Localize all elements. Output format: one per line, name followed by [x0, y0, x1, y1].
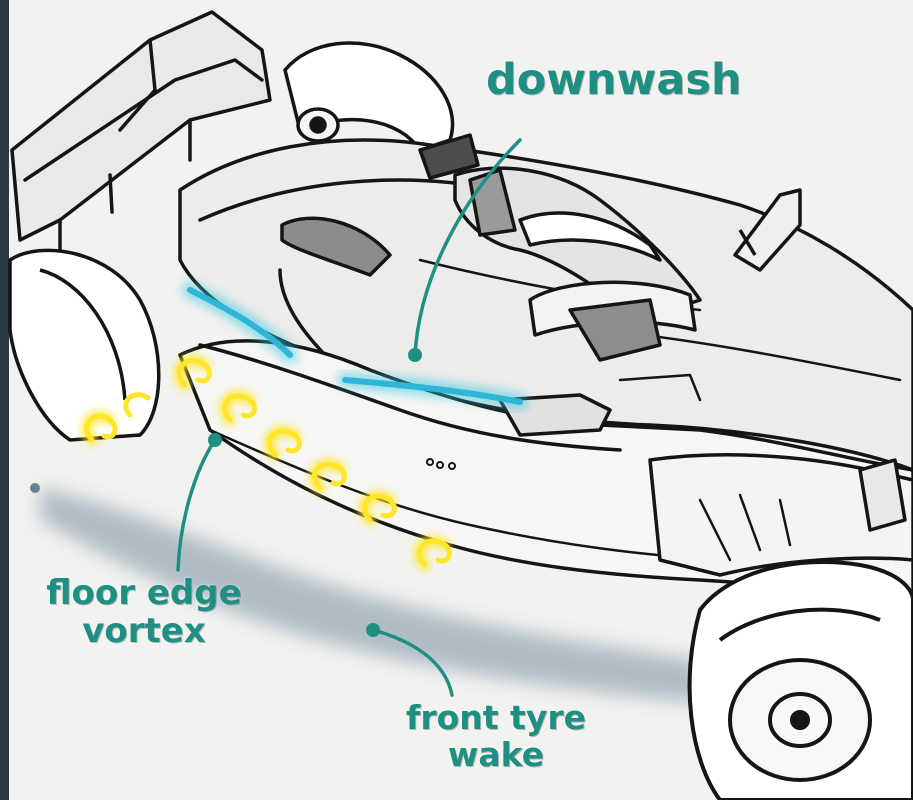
roll-hoop	[733, 188, 802, 272]
rear-tyre-left	[8, 248, 161, 442]
downwash-flow	[182, 282, 528, 410]
label-floor-line-1: floor edge	[46, 573, 242, 613]
label-tyre-line-2: wake	[447, 734, 545, 774]
left-border	[0, 0, 9, 800]
tyre-wake-leader	[371, 628, 454, 697]
annotation-leaders	[30, 138, 522, 697]
label-floor-edge-vortex: floor edge vortex	[34, 574, 254, 650]
floor-vortex-leader	[176, 438, 217, 572]
front-tyre	[687, 560, 913, 800]
floor-edge-vortex	[81, 355, 452, 571]
label-downwash: downwash	[486, 55, 742, 105]
label-floor-line-2: vortex	[82, 611, 206, 652]
label-front-tyre-wake: front tyre wake	[396, 698, 596, 774]
wake-shadow	[40, 488, 720, 705]
downwash-leader	[413, 138, 522, 357]
cockpit-halo	[418, 133, 702, 362]
label-downwash-text: downwash	[486, 55, 742, 105]
nose-front-wing	[648, 453, 913, 577]
label-tyre-line-1: front tyre	[405, 698, 586, 737]
rear-tyre-top	[283, 41, 455, 153]
rear-wing	[10, 10, 272, 252]
